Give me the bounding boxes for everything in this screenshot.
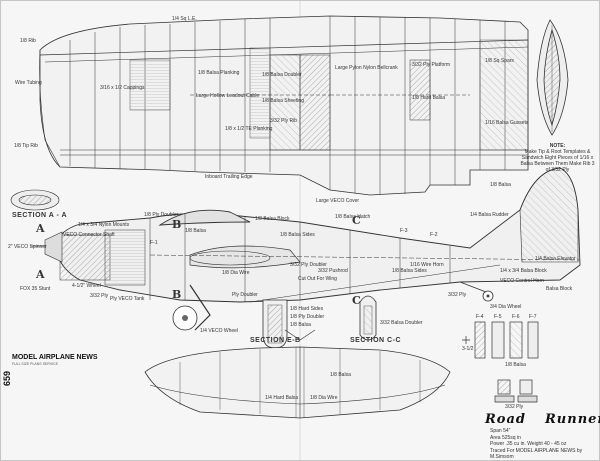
section-label-hard-sides: 1/8 Hard Sides — [290, 306, 324, 312]
formers — [462, 321, 539, 403]
note-block: NOTE: Make Tip & Root Templates & Sandwi… — [520, 143, 595, 173]
spec-block: Span 54" Area 525sq in Power .35 cu in. … — [490, 428, 586, 461]
section-aa-label: SECTION A - A — [12, 212, 68, 219]
wing-label-rib: 1/8 Rib — [20, 38, 36, 44]
section-letter-b: B — [172, 218, 182, 231]
fuse-label-hatch: 1/8 Balsa Hatch — [335, 214, 371, 220]
section-cc — [359, 295, 377, 341]
part-label-f5: F-5 — [494, 314, 502, 320]
section-label-balsa: 1/8 Balsa — [290, 322, 311, 328]
fuse-label-sidewall: 1/8 Balsa Sides — [280, 232, 315, 238]
fuselage-side — [30, 167, 581, 331]
section-letter-a2: A — [36, 268, 45, 281]
fuse-label-fox: FOX 35 Stunt — [20, 286, 51, 292]
fuse-label-cowl: 1/4 x 3/4 Nylon Mounts — [78, 222, 130, 228]
part-label-ply: 3/32 Ply — [505, 404, 524, 410]
note-text: Make Tip & Root Templates & Sandwich Eig… — [520, 149, 595, 173]
fuse-label-f1: F-1 — [150, 240, 158, 246]
wing-label-gussets: 1/16 Balsa Gussets — [485, 120, 529, 126]
brand-sub: FULL SIZE PLANS SERVICE — [12, 362, 58, 366]
fuse-label-cutout: Cut Out For Wing — [298, 276, 337, 282]
spec-power: Power .35 cu in. Weight 40 - 45 oz — [490, 441, 567, 447]
wing-label-pylon: Large Pylon Nylon Bellcrank — [335, 65, 398, 71]
fuse-label-pushrod: 3/32 Pushrod — [318, 268, 348, 274]
wing-label-te: 1/8 Balsa — [490, 182, 511, 188]
section-eb-label: SECTION E-B — [250, 337, 301, 344]
fuse-label-balsa-block: 1/4 x 3/4 Balsa Block — [500, 268, 547, 274]
fuse-label-horn: 1/16 Wire Horn — [410, 262, 444, 268]
wing-plan — [39, 15, 529, 196]
fuse-label-sides: 1/8 Balsa Sides — [392, 268, 427, 274]
fuse-label-f3: F-3 — [400, 228, 408, 234]
wing-label-hard: 1/8 Hard Balsa — [412, 95, 446, 101]
spec-span: Span 54" — [490, 428, 511, 434]
stab-label-hard: 1/4 Hard Balsa — [265, 395, 299, 401]
fuse-label-ply-dbl: Ply Doubler — [232, 292, 258, 298]
scale-note: 3-1/2 — [462, 346, 474, 352]
fuse-label-block: 1/8 Balsa Block — [255, 216, 290, 222]
section-letter-c: C — [352, 214, 361, 227]
wing-label-tip-rib: 1/8 Tip Rib — [14, 143, 38, 149]
fuse-label-fs: 1/8 Ply Doubler — [144, 212, 179, 218]
fuse-label-gear: 1/8 Dia Wire — [222, 270, 250, 276]
fuse-label-axle: 1/4 VECO Wheel — [200, 328, 239, 334]
plan-title-2: Runner — [545, 412, 600, 427]
wing-label-trailing: Inboard Trailing Edge — [205, 174, 253, 180]
part-label-f4: F-4 — [476, 314, 484, 320]
fuse-label-spinner: VECO Connector Shaft — [63, 232, 115, 238]
stabilizer-plan — [144, 329, 451, 419]
wing-label-sheeting: 1/8 Balsa Sheeting — [262, 98, 304, 104]
wing-label-hinge: 3/16 x 1/2 Cappings — [100, 85, 145, 91]
section-cc-label: SECTION C-C — [350, 337, 401, 344]
spec-trace: Traced For MODEL AIRPLANE NEWS by M.Sims… — [490, 447, 583, 461]
wing-label-sheet1: 1/8 Balsa Planking — [198, 70, 240, 76]
page-number: 659 — [2, 370, 12, 386]
section-letter-b2: B — [172, 288, 182, 301]
part-label-balsa: 1/8 Balsa — [505, 362, 526, 368]
fuse-label-control: VECO Control Horn — [500, 278, 544, 284]
plan-title-1: Road — [485, 412, 526, 427]
section-letter-a: A — [36, 222, 45, 235]
section-label-balsa-doubler: 3/32 Balsa Doubler — [380, 320, 423, 326]
fuse-label-wheel: 4-1/2" Wheel — [72, 283, 101, 289]
section-letter-c2: C — [352, 294, 361, 307]
fuse-label-f2: F-2 — [430, 232, 438, 238]
section-label-ply-doubler: 1/8 Ply Doubler — [290, 314, 325, 320]
wing-label-tip-spars: 1/8 Sq Spars — [485, 58, 514, 64]
fuse-label-rudder: 1/4 Balsa Rudder — [470, 212, 509, 218]
wing-label-cover: Large VECO Cover — [316, 198, 360, 204]
wing-label-le: 1/4 Sq L.E. — [172, 16, 197, 22]
stab-label-frames: 1/8 Balsa — [330, 372, 351, 378]
wing-label-tip-block: Wire Tubing — [15, 80, 42, 86]
wing-label-flap: 1/8 x 1/2 TE Planking — [225, 126, 273, 132]
fuse-label-tailwheel: 3/4 Dia Wheel — [490, 304, 522, 310]
fuse-label-ply: 3/32 Ply — [90, 293, 109, 299]
wing-label-sheet2: Large Hollow Leadout Cable — [196, 93, 260, 99]
wing-label-ply-rib: 3/32 Ply Rib — [270, 118, 297, 124]
fuse-label-tail-block: Balsa Block — [546, 286, 573, 292]
stab-label-wire: 1/8 Dia Wire — [310, 395, 338, 401]
fuse-label-doubler2: 3/32 Ply Doubler — [290, 262, 327, 268]
spec-area: Area 525sq in — [490, 434, 521, 441]
part-label-f6: F-6 — [512, 314, 520, 320]
wing-label-ply-mount: 3/32 Ply Platform — [412, 62, 451, 68]
wing-tip-template — [536, 19, 569, 136]
wing-label-doubler: 1/8 Balsa Doubler — [262, 72, 302, 78]
section-eb — [262, 299, 288, 349]
note-title: NOTE: — [549, 143, 566, 149]
fuse-label-stab-tip: 3/32 Ply — [448, 292, 467, 298]
fuse-label-veco-spinner: 2" VECO Spinner — [8, 244, 47, 250]
fuse-label-balsa1: 1/8 Balsa — [185, 228, 206, 234]
section-aa — [10, 189, 60, 211]
part-label-f7: F-7 — [529, 314, 537, 320]
brand-name: MODEL AIRPLANE NEWS — [12, 354, 98, 361]
fuse-label-elev: 1/4 Balsa Elevator — [535, 256, 576, 262]
fuse-label-plyv: Ply VECO Tank — [110, 296, 145, 302]
